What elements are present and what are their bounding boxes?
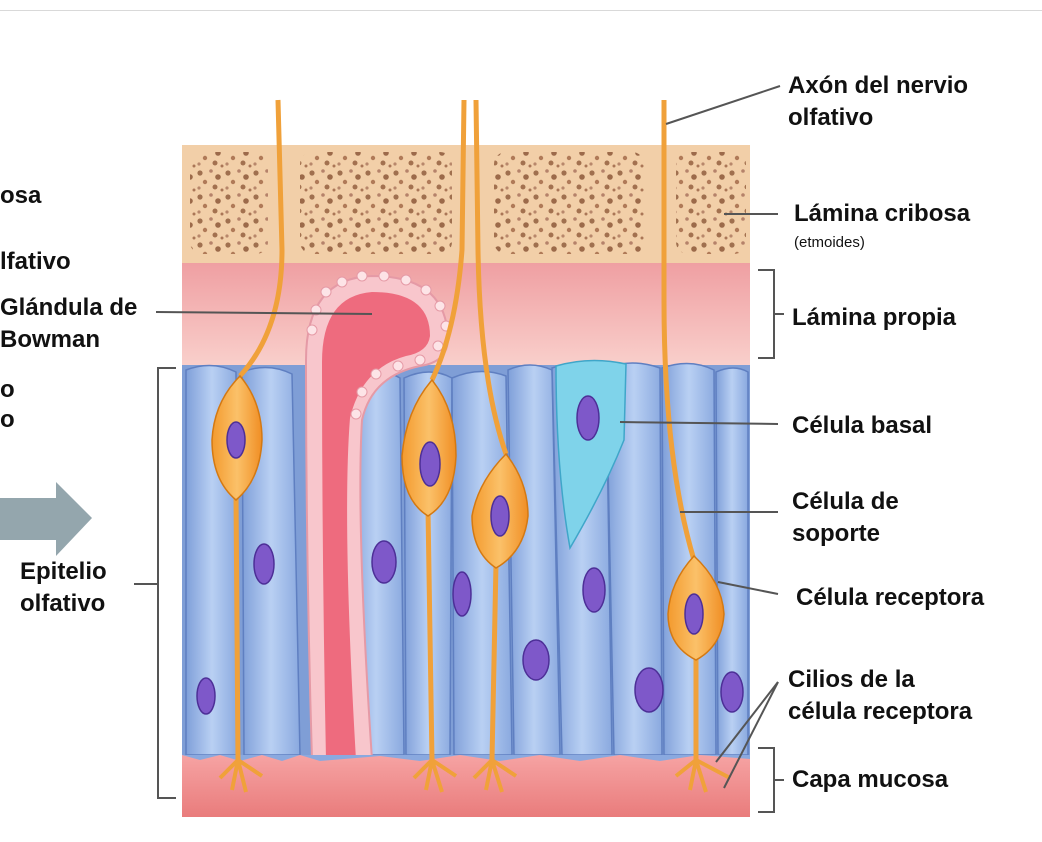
- label-mucus: Capa mucosa: [792, 764, 948, 796]
- label-cut-1: osa: [0, 180, 41, 212]
- label-support-line2: soporte: [792, 518, 899, 550]
- label-receptor-cell: Célula receptora: [796, 582, 984, 614]
- label-axon-line1: Axón del nervio: [788, 70, 968, 102]
- label-epithelium-line1: Epitelio: [20, 556, 107, 588]
- label-cilia-line2: célula receptora: [788, 696, 972, 728]
- label-cut-2: lfativo: [0, 246, 71, 278]
- label-epithelium-line2: olfativo: [20, 588, 107, 620]
- label-epithelium: Epitelio olfativo: [20, 556, 107, 620]
- label-cilia-line1: Cilios de la: [788, 664, 972, 696]
- label-support-line1: Célula de: [792, 486, 899, 518]
- label-support-cell: Célula de soporte: [792, 486, 899, 550]
- basal-nucleus: [577, 396, 599, 440]
- label-bowman-line1: Glándula de: [0, 292, 137, 324]
- label-cut-3: o: [0, 374, 15, 406]
- label-axon-line2: olfativo: [788, 102, 968, 134]
- label-bowman-line2: Bowman: [0, 324, 137, 356]
- label-cilia: Cilios de la célula receptora: [788, 664, 972, 728]
- mucus-layer: [182, 755, 750, 817]
- label-lamina-propia: Lámina propia: [792, 302, 956, 334]
- direction-arrow-icon: [0, 482, 92, 556]
- label-basal-cell: Célula basal: [792, 410, 932, 442]
- label-cribriform: Lámina cribosa: [794, 198, 970, 230]
- label-cribriform-note: (etmoides): [794, 234, 865, 252]
- label-axon: Axón del nervio olfativo: [788, 70, 968, 134]
- label-cut-4: o: [0, 404, 15, 436]
- label-bowman-gland: Glándula de Bowman: [0, 292, 137, 356]
